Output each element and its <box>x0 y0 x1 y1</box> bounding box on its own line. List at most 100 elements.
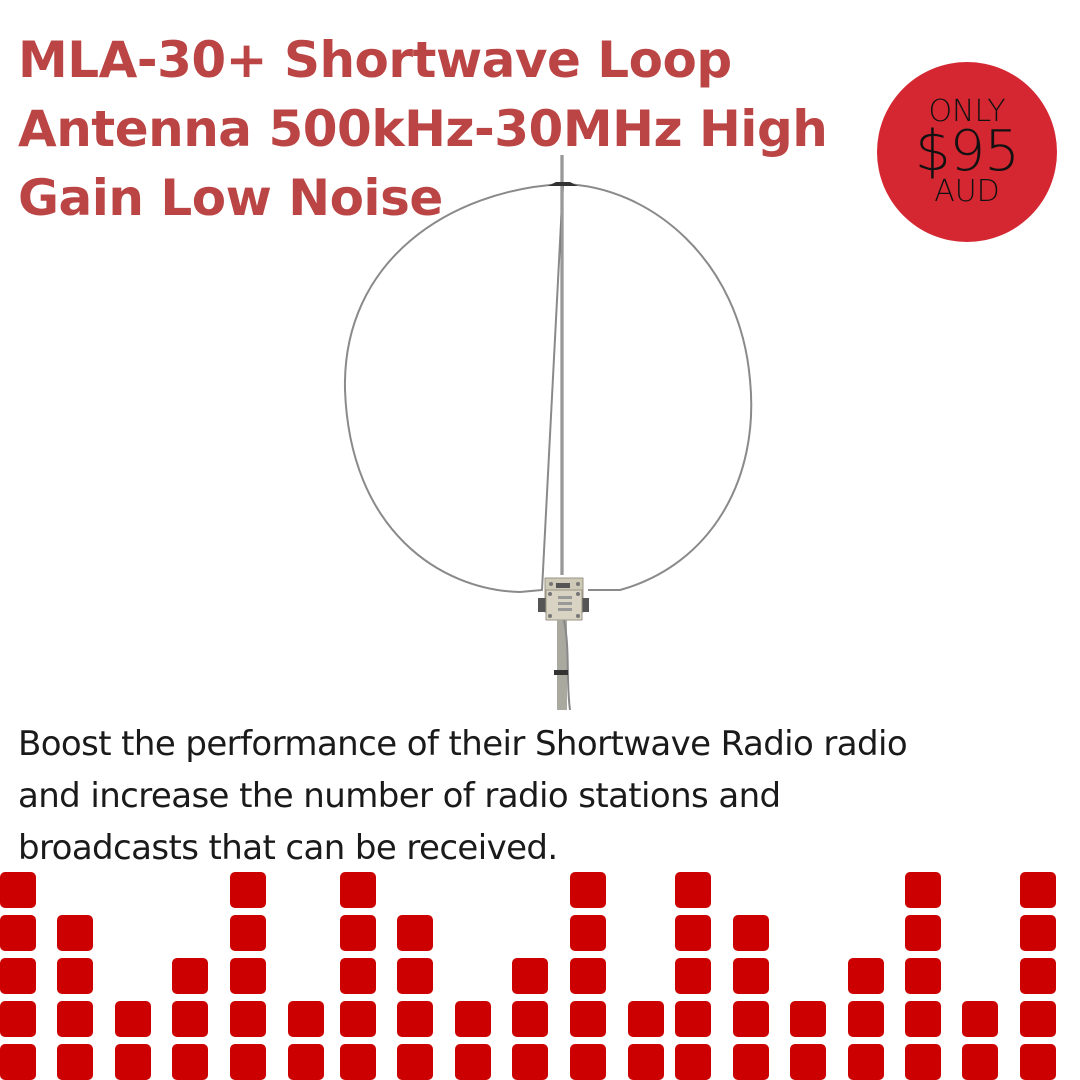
equalizer-cell <box>512 958 548 994</box>
equalizer-cell <box>455 1001 491 1037</box>
equalizer-cell <box>628 1001 664 1037</box>
description-line-3: broadcasts that can be received. <box>18 828 558 868</box>
equalizer-column <box>790 1001 826 1080</box>
equalizer-cell <box>230 915 266 951</box>
equalizer-column <box>455 1001 491 1080</box>
equalizer-column <box>230 872 266 1080</box>
equalizer-cell <box>57 915 93 951</box>
equalizer-bars-icon <box>0 868 1080 1080</box>
equalizer-cell <box>230 872 266 908</box>
equalizer-cell <box>675 958 711 994</box>
equalizer-column <box>570 872 606 1080</box>
equalizer-cell <box>397 1001 433 1037</box>
equalizer-cell <box>0 915 36 951</box>
equalizer-cell <box>288 1044 324 1080</box>
equalizer-cell <box>848 958 884 994</box>
equalizer-cell <box>172 958 208 994</box>
equalizer-cell <box>733 958 769 994</box>
equalizer-cell <box>905 872 941 908</box>
equalizer-column <box>628 1001 664 1080</box>
product-description: Boost the performance of their Shortwave… <box>18 718 1068 874</box>
equalizer-column <box>57 915 93 1080</box>
equalizer-cell <box>570 1044 606 1080</box>
equalizer-cell <box>340 958 376 994</box>
title-line-3: Gain Low Noise <box>18 169 443 227</box>
equalizer-cell <box>230 958 266 994</box>
equalizer-cell <box>115 1044 151 1080</box>
equalizer-cell <box>848 1044 884 1080</box>
equalizer-cell <box>340 1044 376 1080</box>
equalizer-cell <box>675 872 711 908</box>
equalizer-cell <box>733 915 769 951</box>
equalizer-cell <box>340 1001 376 1037</box>
price-badge: ONLY $95 AUD <box>877 62 1057 242</box>
product-title: MLA-30+ Shortwave Loop Antenna 500kHz-30… <box>18 26 868 233</box>
equalizer-cell <box>57 1044 93 1080</box>
equalizer-column <box>905 872 941 1080</box>
equalizer-cell <box>733 1001 769 1037</box>
equalizer-cell <box>172 1044 208 1080</box>
equalizer-cell <box>570 1001 606 1037</box>
equalizer-cell <box>172 1001 208 1037</box>
equalizer-cell <box>397 915 433 951</box>
price-amount: $95 <box>915 119 1020 184</box>
loop-antenna-icon <box>343 155 753 710</box>
equalizer-cell <box>905 915 941 951</box>
equalizer-cell <box>512 1001 548 1037</box>
equalizer-column <box>962 1001 998 1080</box>
equalizer-cell <box>790 1001 826 1037</box>
equalizer-cell <box>0 958 36 994</box>
equalizer-column <box>733 915 769 1080</box>
equalizer-cell <box>790 1044 826 1080</box>
equalizer-column <box>288 1001 324 1080</box>
equalizer-column <box>512 958 548 1080</box>
equalizer-cell <box>962 1044 998 1080</box>
equalizer-column <box>172 958 208 1080</box>
equalizer-column <box>0 872 36 1080</box>
equalizer-cell <box>1020 958 1056 994</box>
equalizer-column <box>1020 872 1056 1080</box>
title-line-1: MLA-30+ Shortwave Loop <box>18 31 732 89</box>
equalizer-cell <box>57 1001 93 1037</box>
price-prefix: ONLY <box>928 94 1006 129</box>
equalizer-cell <box>0 872 36 908</box>
equalizer-cell <box>675 1001 711 1037</box>
equalizer-column <box>675 872 711 1080</box>
equalizer-cell <box>848 1001 884 1037</box>
equalizer-cell <box>288 1001 324 1037</box>
equalizer-column <box>397 915 433 1080</box>
equalizer-cell <box>340 915 376 951</box>
equalizer-cell <box>733 1044 769 1080</box>
equalizer-cell <box>115 1001 151 1037</box>
equalizer-column <box>115 1001 151 1080</box>
equalizer-cell <box>397 1044 433 1080</box>
equalizer-cell <box>57 958 93 994</box>
equalizer-cell <box>905 958 941 994</box>
equalizer-cell <box>675 915 711 951</box>
equalizer-cell <box>455 1044 491 1080</box>
equalizer-column <box>848 958 884 1080</box>
equalizer-cell <box>512 1044 548 1080</box>
equalizer-cell <box>0 1044 36 1080</box>
equalizer-cell <box>1020 915 1056 951</box>
equalizer-cell <box>905 1001 941 1037</box>
equalizer-cell <box>230 1001 266 1037</box>
equalizer-cell <box>0 1001 36 1037</box>
description-line-1: Boost the performance of their Shortwave… <box>18 724 908 764</box>
equalizer-cell <box>1020 1044 1056 1080</box>
equalizer-cell <box>1020 1001 1056 1037</box>
equalizer-cell <box>570 872 606 908</box>
equalizer-cell <box>570 958 606 994</box>
equalizer-cell <box>962 1001 998 1037</box>
equalizer-cell <box>1020 872 1056 908</box>
equalizer-cell <box>340 872 376 908</box>
equalizer-column <box>340 872 376 1080</box>
equalizer-cell <box>628 1044 664 1080</box>
equalizer-cell <box>397 958 433 994</box>
equalizer-cell <box>675 1044 711 1080</box>
title-line-2: Antenna 500kHz-30MHz High <box>18 100 828 158</box>
description-line-2: and increase the number of radio station… <box>18 776 781 816</box>
equalizer-cell <box>230 1044 266 1080</box>
price-currency: AUD <box>934 174 1000 209</box>
equalizer-cell <box>570 915 606 951</box>
